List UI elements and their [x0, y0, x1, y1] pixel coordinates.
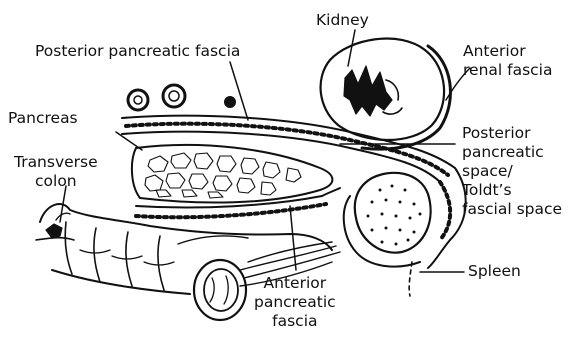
- label-pps-line4: Toldt’s: [462, 181, 562, 200]
- label-pps-line5: fascial space: [462, 200, 562, 219]
- label-anterior-pancreatic-fascia: Anterior pancreatic fascia: [254, 274, 336, 331]
- label-transverse-colon-line1: Transverse: [14, 153, 98, 172]
- vessels: [128, 85, 235, 110]
- label-pps-line1: Posterior: [462, 124, 562, 143]
- label-spleen: Spleen: [468, 262, 521, 281]
- label-transverse-colon: Transverse colon: [14, 153, 98, 191]
- posterior-pancreatic-fascia-band: [122, 116, 455, 182]
- leader-lines: [60, 30, 470, 272]
- label-apf-line1: Anterior: [254, 274, 336, 293]
- splenic-fascia-line: [428, 168, 466, 268]
- label-pps-line3: space/: [462, 162, 562, 181]
- spleen-shape: [355, 173, 431, 253]
- label-anterior-renal-fascia-line1: Anterior: [463, 42, 552, 61]
- label-apf-line2: pancreatic: [254, 293, 336, 312]
- label-transverse-colon-line2: colon: [14, 172, 98, 191]
- label-posterior-pancreatic-fascia: Posterior pancreatic fascia: [35, 42, 240, 61]
- label-anterior-renal-fascia: Anterior renal fascia: [463, 42, 552, 80]
- label-pancreas: Pancreas: [8, 109, 78, 128]
- label-pps-line2: pancreatic: [462, 143, 562, 162]
- pancreas-shape: [132, 145, 332, 203]
- label-kidney: Kidney: [316, 11, 369, 30]
- label-apf-line3: fascia: [254, 312, 336, 331]
- kidney-shape: [321, 39, 445, 140]
- label-posterior-pancreatic-space: Posterior pancreatic space/ Toldt’s fasc…: [462, 124, 562, 219]
- label-anterior-renal-fascia-line2: renal fascia: [463, 61, 552, 80]
